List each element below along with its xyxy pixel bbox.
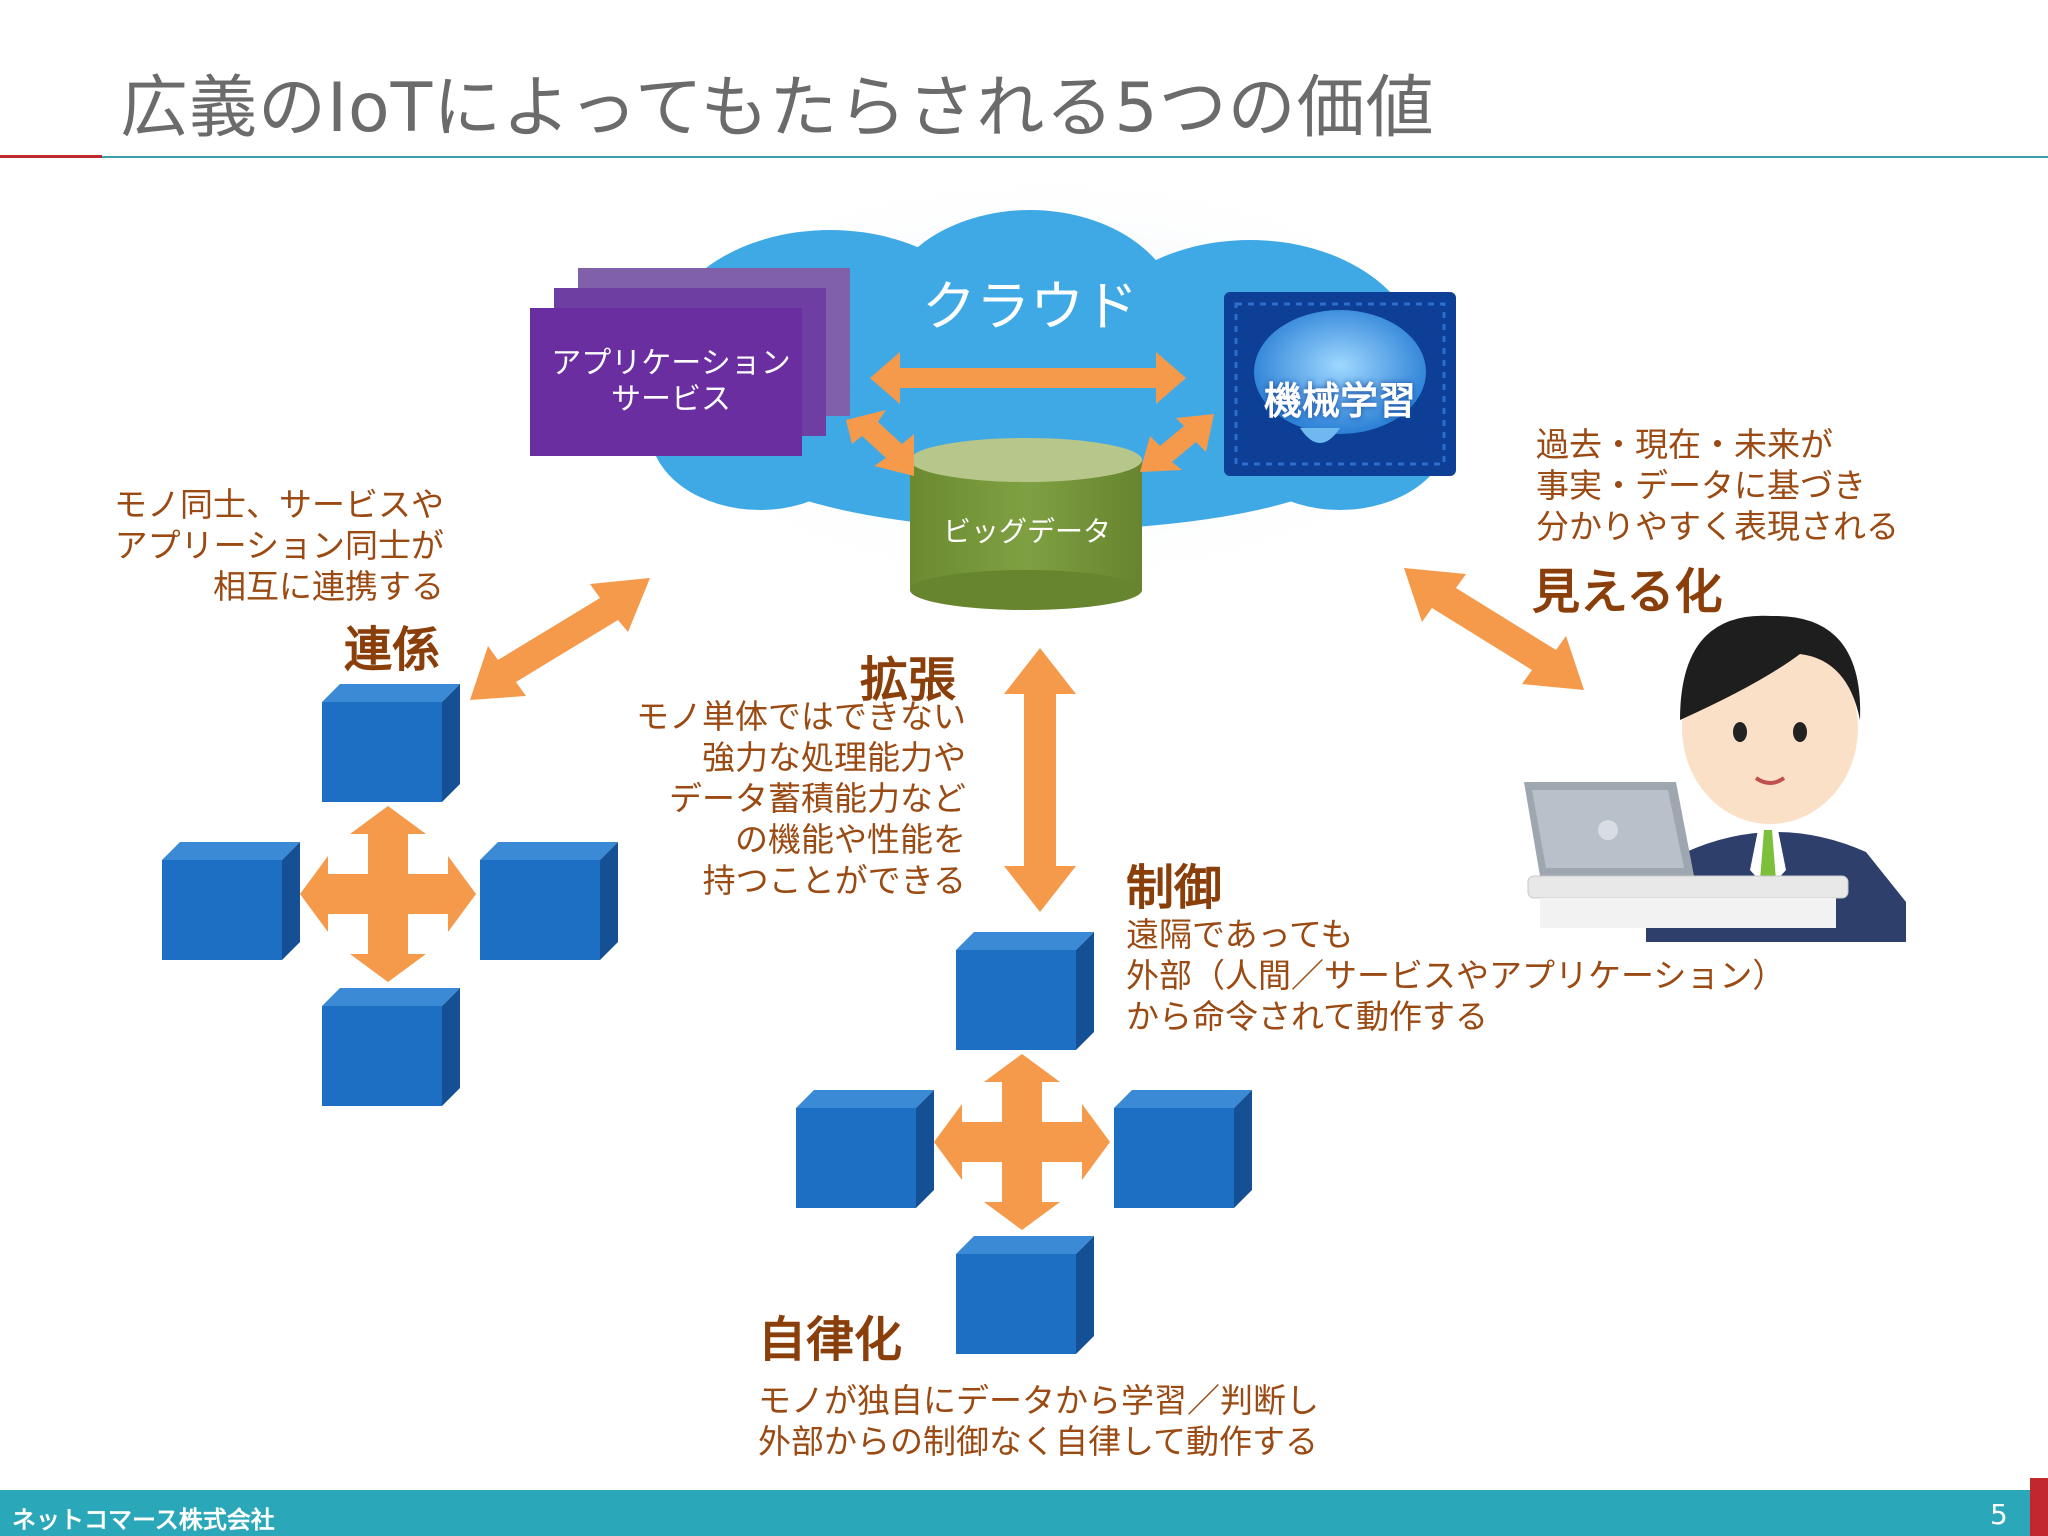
arrow-kakucho bbox=[1004, 648, 1076, 912]
jiritsuka-heading: 自律化 bbox=[758, 1312, 903, 1368]
big-data-label: ビッグデータ bbox=[942, 515, 1111, 548]
mieruka-heading: 見える化 bbox=[1532, 564, 1723, 620]
kakucho-line-3: データ蓄積能力など bbox=[669, 779, 966, 818]
kakucho-line-1: モノ単体ではできない bbox=[636, 697, 966, 736]
cube-cluster-left bbox=[162, 684, 618, 1106]
person-at-laptop-illustration bbox=[1524, 615, 1906, 942]
mieruka-line-3: 分かりやすく表現される bbox=[1536, 507, 1899, 546]
arrow-app-bigdata bbox=[846, 410, 914, 476]
cloud-label: クラウド bbox=[922, 275, 1138, 338]
mieruka-description: 過去・現在・未来が 事実・データに基づき 分かりやすく表現される bbox=[1536, 424, 1899, 547]
kakucho-line-5: 持つことができる bbox=[702, 861, 966, 900]
app-service-label-line2: サービス bbox=[611, 382, 731, 417]
header-rule-accent bbox=[0, 155, 102, 158]
footer-company: ネットコマース株式会社 bbox=[12, 1506, 275, 1534]
seigyo-line-2: 外部（人間／サービスやアプリケーション） bbox=[1126, 956, 1786, 995]
jiritsuka-line-2: 外部からの制御なく自律して動作する bbox=[758, 1422, 1319, 1461]
kakucho-description: モノ単体ではできない 強力な処理能力や データ蓄積能力など の機能や性能を 持つ… bbox=[636, 696, 966, 901]
renkei-description: モノ同士、サービスや アプリーション同士が 相互に連携する bbox=[114, 484, 444, 607]
renkei-line-1: モノ同士、サービスや bbox=[114, 485, 444, 524]
seigyo-heading: 制御 bbox=[1126, 860, 1223, 916]
footer-accent bbox=[2030, 1478, 2048, 1536]
renkei-heading: 連係 bbox=[344, 622, 441, 678]
slide-title: 広義のIoTによってもたらされる5つの価値 bbox=[120, 69, 1435, 148]
arrow-app-ml bbox=[870, 352, 1186, 404]
machine-learning-tile bbox=[1224, 292, 1456, 476]
app-service-cards bbox=[530, 268, 850, 456]
renkei-line-3: 相互に連携する bbox=[213, 567, 444, 606]
arrow-mieruka bbox=[1404, 568, 1584, 690]
app-service-label: アプリケーション サービス bbox=[528, 346, 814, 418]
seigyo-description: 遠隔であっても 外部（人間／サービスやアプリケーション） から命令されて動作する bbox=[1126, 914, 1785, 1037]
mieruka-line-2: 事実・データに基づき bbox=[1536, 466, 1866, 505]
jiritsuka-description: モノが独自にデータから学習／判断し 外部からの制御なく自律して動作する bbox=[758, 1380, 1319, 1462]
arrow-renkei bbox=[470, 578, 650, 700]
header-rule bbox=[102, 156, 2048, 158]
jiritsuka-line-1: モノが独自にデータから学習／判断し bbox=[758, 1381, 1319, 1420]
kakucho-line-2: 強力な処理能力や bbox=[702, 738, 966, 777]
arrow-ml-bigdata bbox=[1140, 414, 1214, 472]
footer-bar bbox=[0, 1490, 2048, 1536]
machine-learning-label: 機械学習 bbox=[1263, 379, 1416, 423]
seigyo-line-3: から命令されて動作する bbox=[1126, 997, 1489, 1036]
page-number: 5 bbox=[1990, 1498, 2008, 1531]
seigyo-line-1: 遠隔であっても bbox=[1126, 915, 1354, 954]
kakucho-line-4: の機能や性能を bbox=[735, 820, 966, 859]
big-data-cylinder bbox=[910, 438, 1142, 610]
kakucho-heading: 拡張 bbox=[860, 652, 957, 708]
renkei-line-2: アプリーション同士が bbox=[114, 526, 444, 565]
app-service-label-line1: アプリケーション bbox=[551, 346, 791, 381]
mieruka-line-1: 過去・現在・未来が bbox=[1536, 425, 1833, 464]
